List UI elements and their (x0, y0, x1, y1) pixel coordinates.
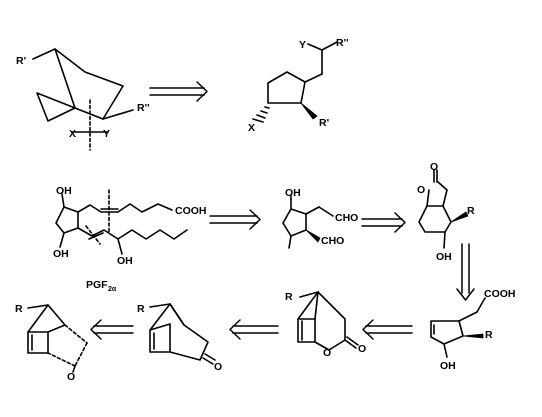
carbonyl-o-label: O (358, 343, 366, 355)
retro-arrow-6 (229, 319, 279, 340)
y-label: Y (299, 39, 306, 51)
cho-label: CHO (321, 235, 344, 247)
r-label: R (285, 291, 293, 303)
r-label: R (137, 303, 145, 315)
bicyclic-target-structure: R' R'' X Y (16, 48, 150, 151)
pgf-subscript: 2α (108, 286, 117, 293)
carbonyl-o-label: O (67, 371, 75, 383)
r-label: R (467, 205, 475, 217)
bicyclic-lactone-structure: R O O (285, 291, 366, 359)
retro-arrow-1 (149, 81, 208, 102)
bicyclic-enone-structure: R O (15, 303, 88, 383)
r-label: R (15, 303, 23, 315)
retro-arrow-5 (362, 319, 413, 340)
pgf2a-structure: OH OH OH COOH PGF 2α (53, 185, 207, 293)
cho-label: CHO (335, 212, 358, 224)
carbonyl-o-label: O (214, 361, 222, 373)
dialdehyde-structure: OH CHO CHO (282, 187, 358, 249)
x-label: X (248, 122, 255, 134)
oh-label: OH (117, 255, 133, 267)
retro-arrow-7 (90, 319, 134, 340)
x-label: X (69, 128, 76, 140)
r-prime-label: R' (16, 55, 26, 67)
oh-label: OH (53, 248, 69, 260)
cooh-label: COOH (484, 288, 516, 300)
retro-arrow-3 (361, 212, 406, 233)
oh-label: OH (56, 185, 72, 197)
ring-o-label: O (417, 184, 425, 196)
oh-label: OH (440, 360, 456, 372)
r-double-prime-label: R'' (137, 102, 150, 114)
carbonyl-o-label: O (430, 161, 438, 173)
r-prime-label: R' (319, 117, 329, 129)
ring-o-label: O (323, 347, 331, 359)
y-label: Y (103, 128, 110, 140)
oh-label: OH (285, 187, 301, 199)
bicyclic-ketone-structure: R O (137, 303, 222, 373)
corey-lactone-structure: O O R OH (417, 161, 475, 263)
retro-arrow-4 (456, 243, 475, 301)
cooh-label: COOH (175, 205, 207, 217)
r-double-prime-label: R'' (336, 37, 349, 49)
r-label: R (485, 329, 493, 341)
retro-arrow-2 (209, 209, 261, 230)
cyclopentene-acid-structure: COOH R OH (430, 288, 516, 372)
cyclopentane-precursor-structure: Y R'' X R' (248, 37, 349, 134)
pgf-label: PGF (86, 279, 108, 291)
oh-label: OH (436, 251, 452, 263)
